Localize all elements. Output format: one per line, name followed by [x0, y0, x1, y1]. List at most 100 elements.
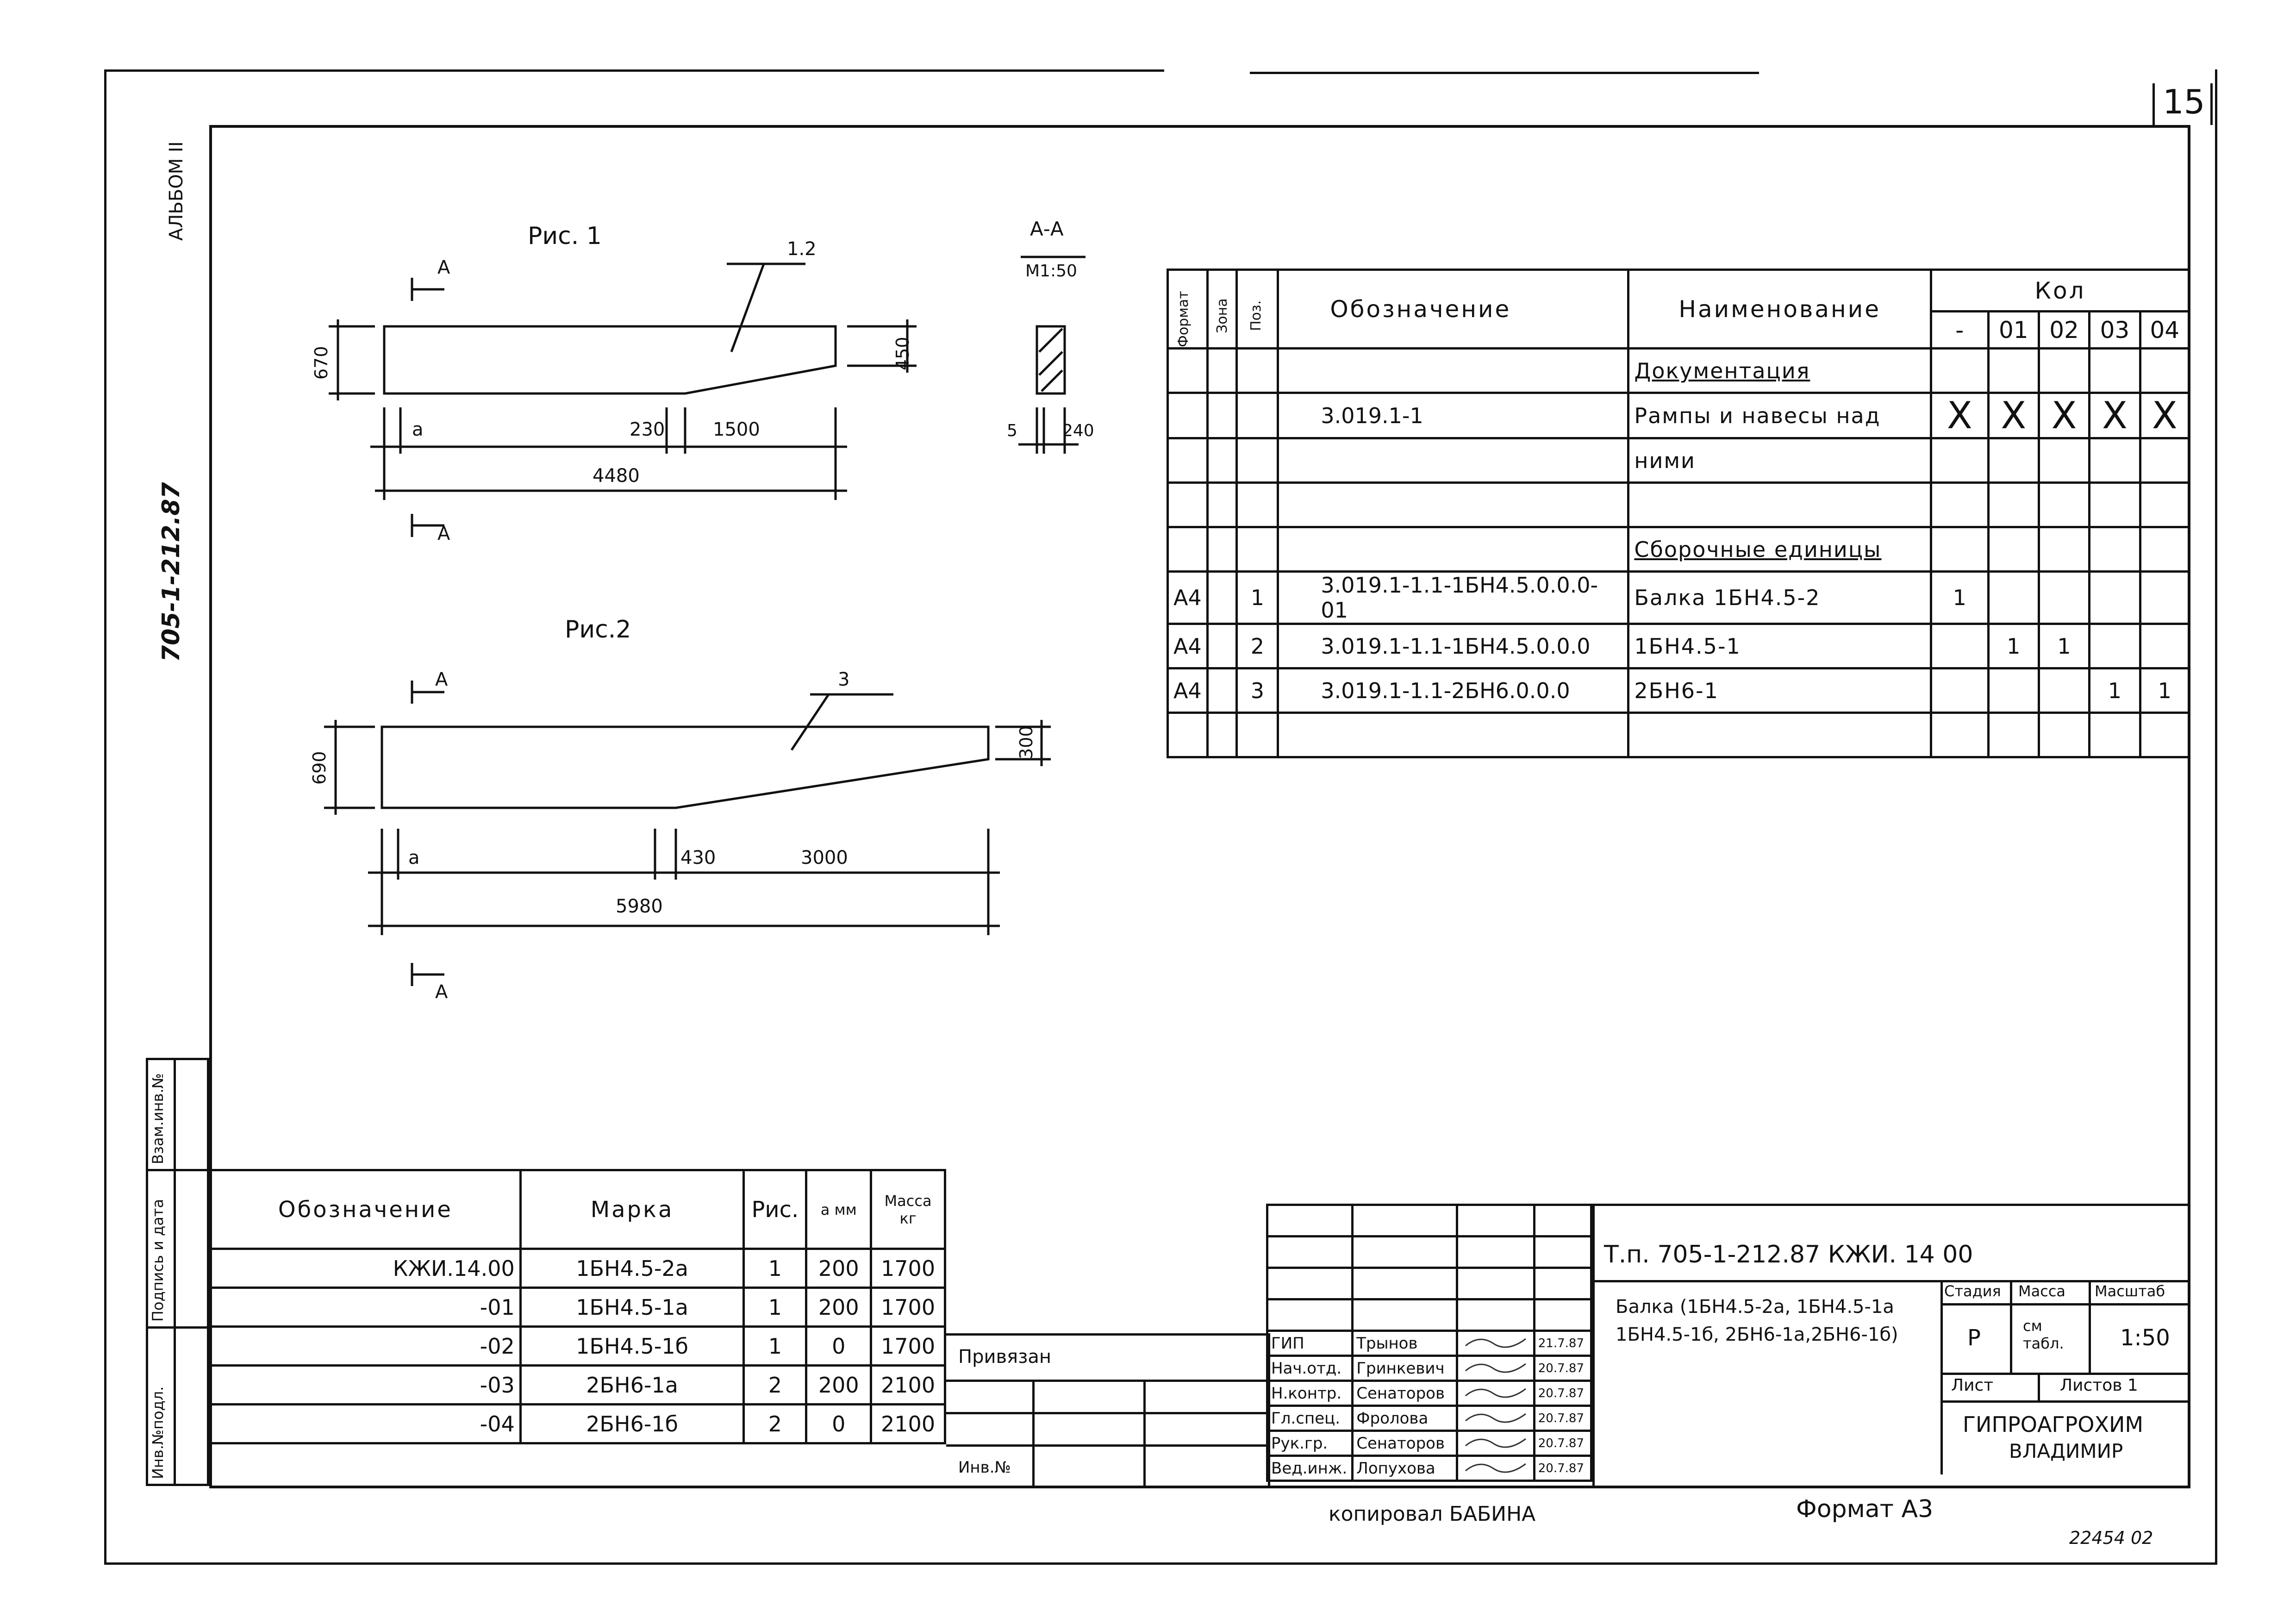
fig1-dim-height-right: 450 [892, 337, 913, 370]
spec-cell-qty: X [2037, 392, 2091, 439]
spec-row: Сборочные единицы [1167, 526, 2191, 573]
spec-cell-designation: 3.019.1-1 [1277, 392, 1630, 439]
spec-cell-designation [1277, 481, 1630, 528]
spec-cell-pos [1235, 392, 1279, 439]
section-rect [1036, 325, 1066, 395]
spec-cell-qty: 1 [2139, 667, 2191, 714]
left-strip-inv-orig: Инв.№подл. [149, 1386, 167, 1479]
qty-col-1: 01 [1987, 310, 2040, 350]
col-zone: Зона [1206, 269, 1238, 350]
signature-date: 20.7.87 [1533, 1355, 1593, 1382]
title-stage: Р [1967, 1325, 1981, 1351]
outer-frame [104, 69, 2217, 1565]
spec-cell-qty: 1 [1930, 570, 1990, 625]
spec-cell-qty [2037, 437, 2091, 484]
spec-cell-qty: X [1930, 392, 1990, 439]
title-h4 [1940, 1400, 2190, 1403]
title-sheets-label: Листов 1 [2060, 1376, 2138, 1395]
signature-name: Лопухова [1351, 1455, 1458, 1482]
spec-cell-qty: X [2139, 392, 2191, 439]
left-strip-divider [174, 1058, 176, 1486]
marks-cell-designation: -02 [209, 1325, 522, 1367]
spec-cell-pos [1235, 437, 1279, 484]
marks-cell-mark: 1БН4.5-2а [519, 1248, 745, 1289]
marks-cell-mass: 2100 [870, 1364, 946, 1405]
sheet-number-box [2152, 83, 2213, 125]
signature-name: Сенаторов [1351, 1380, 1458, 1407]
signature-date: 21.7.87 [1533, 1330, 1593, 1357]
qty-col-0: - [1930, 310, 1990, 350]
title-block-right [1592, 1204, 2190, 1488]
spec-cell-zone [1206, 481, 1238, 528]
signature-role: ГИП [1266, 1330, 1354, 1357]
marks-cell-designation: -01 [209, 1287, 522, 1328]
spec-cell-qty [1930, 712, 1990, 758]
signature-row: Н.контр.Сенаторов 20.7.87 [1266, 1380, 1593, 1407]
spec-cell-name [1627, 481, 1933, 528]
marks-cell-mass: 1700 [870, 1287, 946, 1328]
left-strip-h2 [146, 1326, 209, 1329]
spec-cell-name: Документация [1627, 347, 1933, 394]
section-dim-5: 5 [1007, 421, 1017, 440]
spec-cell-qty [2037, 347, 2091, 394]
spec-cell-zone [1206, 437, 1238, 484]
bind-h2 [946, 1444, 1270, 1447]
spec-cell-qty [2088, 623, 2141, 669]
spec-cell-qty: 1 [2037, 623, 2091, 669]
spec-cell-qty [2088, 347, 2141, 394]
spec-cell-qty [1930, 347, 1990, 394]
signature-role: Н.контр. [1266, 1380, 1354, 1407]
spec-cell-pos [1235, 526, 1279, 573]
spec-cell-designation [1277, 526, 1630, 573]
marks-col-mark: Марка [519, 1169, 745, 1250]
spec-cell-qty [2088, 712, 2141, 758]
signature-date: 20.7.87 [1533, 1405, 1593, 1432]
title-name-line1: Балка (1БН4.5-2а, 1БН4.5-1а [1616, 1296, 1894, 1318]
spec-cell-format [1167, 526, 1209, 573]
copied-by: копировал БАБИНА [1329, 1502, 1536, 1526]
spec-cell-qty [2139, 570, 2191, 625]
signature-sign [1455, 1380, 1535, 1407]
spec-cell-zone [1206, 712, 1238, 758]
bind-v1 [1032, 1380, 1035, 1486]
spec-cell-designation: 3.019.1-1.1-2БН6.0.0.0 [1277, 667, 1630, 714]
spec-cell-qty [1930, 667, 1990, 714]
signature-name: Сенаторов [1351, 1430, 1458, 1457]
spec-cell-zone [1206, 667, 1238, 714]
spec-cell-qty [2037, 481, 2091, 528]
sheet-number: 15 [2163, 82, 2205, 121]
marks-cell-mark: 2БН6-1б [519, 1403, 745, 1444]
spec-cell-qty [2037, 570, 2091, 625]
spec-cell-designation: 3.019.1-1.1-1БН4.5.0.0.0-01 [1277, 570, 1630, 625]
spec-cell-qty [1987, 570, 2040, 625]
fig2-dim-height-right: 300 [1016, 725, 1036, 759]
title-name-line2: 1БН4.5-1б, 2БН6-1а,2БН6-1б) [1616, 1324, 1898, 1345]
spec-cell-qty [2088, 526, 2141, 573]
spec-cell-zone [1206, 392, 1238, 439]
spec-row [1167, 481, 2191, 528]
drawing-frame [209, 125, 2190, 1488]
spec-cell-qty [2139, 347, 2191, 394]
fig1-dim-1500: 1500 [713, 419, 760, 440]
title-v-scale [2089, 1280, 2091, 1373]
signature-date: 20.7.87 [1533, 1380, 1593, 1407]
spec-cell-designation [1277, 347, 1630, 394]
spec-cell-pos: 3 [1235, 667, 1279, 714]
fig2-beam-outline [381, 725, 990, 809]
col-designation: Обозначение [1277, 269, 1630, 350]
title-org1: ГИПРОАГРОХИМ [1963, 1412, 2144, 1437]
signature-role: Гл.спец. [1266, 1405, 1354, 1432]
section-dim-240: 240 [1062, 421, 1094, 440]
spec-cell-qty [1987, 526, 2040, 573]
spec-cell-format: А4 [1167, 667, 1209, 714]
fig1-beam-outline [383, 325, 837, 395]
